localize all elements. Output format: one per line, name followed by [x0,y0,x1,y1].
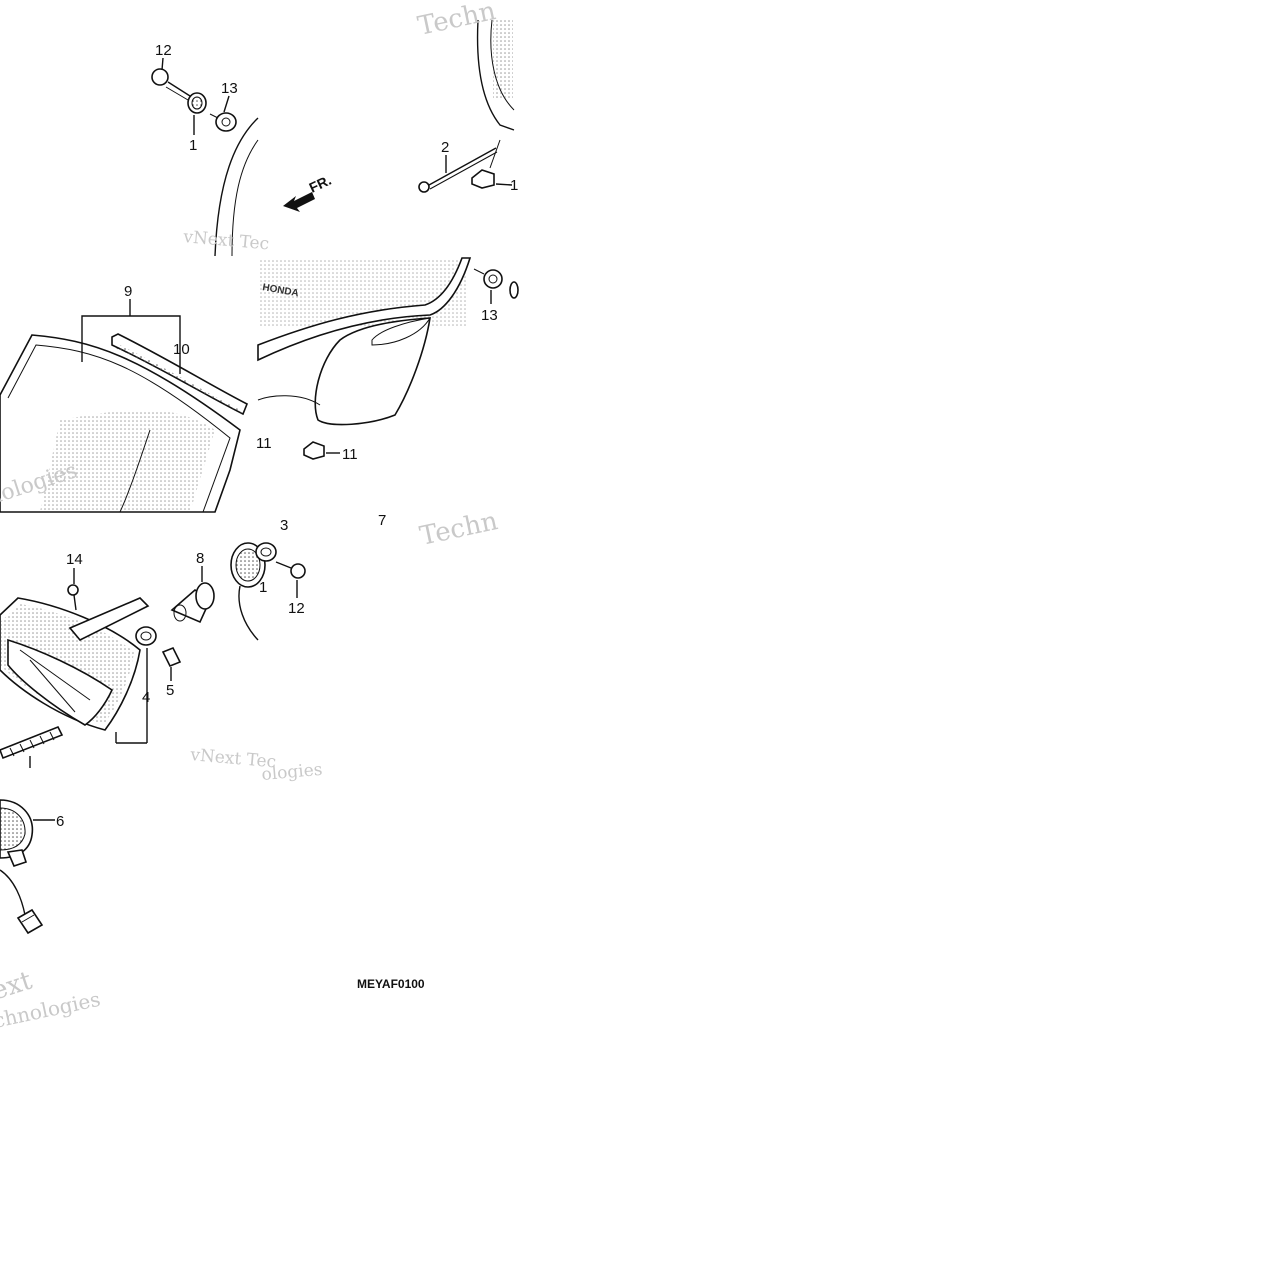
callout-4: 4 [142,689,150,706]
nut-11 [471,139,501,189]
callout-7: 7 [378,512,386,529]
callout-1: 1 [259,579,267,596]
callout-2: 2 [441,139,449,156]
screw-14 [67,584,79,611]
callout-13: 13 [221,80,238,97]
watermark-text: Techn [415,0,499,42]
connector-3 [230,542,277,641]
socket-6 [0,799,34,867]
tile-middle-left: 9 10 nologies [0,283,249,513]
harness-connector [16,908,44,935]
callout-11: 11 [342,446,358,463]
callout-12: 12 [155,42,172,59]
clip-5 [161,646,182,668]
tile-lower-middle: 3 1 12 7 Techn ologies [230,506,501,785]
watermark-text: vNext Tec [182,227,270,255]
watermark-text: ologies [261,760,324,785]
tile-top-right: FR. 2 1 Techn [283,0,518,212]
nut-13 [473,268,503,289]
callout-3: 3 [280,517,288,534]
screw-2 [418,147,498,193]
tile-top-left: 12 13 1 vNext Tec [151,42,270,257]
callout-12: 12 [288,600,305,617]
tile-lower-left: 14 8 5 4 vNext Tec [0,550,277,772]
diagram-code: MEYAF0100 [357,977,425,991]
bulb-8 [170,582,215,624]
cowl-edge [214,117,259,257]
direction-label: FR. [307,172,334,196]
callout-10: 10 [173,341,190,358]
tile-bottom-left: 6 ext chnologies [0,799,102,1033]
callout-8: 8 [196,550,204,567]
bolt-12 [151,68,191,101]
callout-5: 5 [166,682,174,699]
adjuster-screw [0,725,64,760]
front-cowl [257,257,472,362]
callout-1: 1 [189,137,197,154]
grommet-1 [187,92,207,114]
watermark-text: Techn [417,506,501,552]
callout-14: 14 [66,551,83,568]
bolt-12 [275,561,306,579]
callout-11: 11 [256,435,272,452]
front-direction-arrow: FR. [283,172,334,212]
callout-9: 9 [124,283,132,300]
callout-1-partial: 1 [510,177,518,194]
callout-6: 6 [56,813,64,830]
callout-13: 13 [481,307,498,324]
collar-13 [209,112,237,132]
nut-11 [303,441,325,460]
tile-middle-right: HONDA 13 11 11 [256,257,519,463]
socket-4 [135,626,157,646]
